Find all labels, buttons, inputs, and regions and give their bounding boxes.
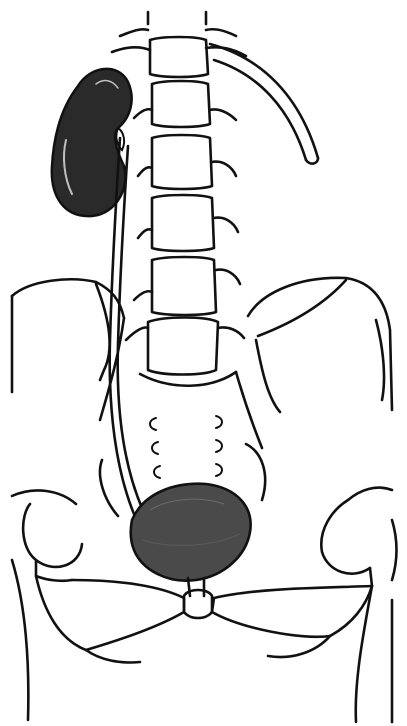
vertebra	[126, 318, 244, 375]
sacral-foramina	[150, 416, 222, 478]
ilium-contour	[258, 280, 346, 336]
left-femur	[12, 560, 28, 720]
vertebra	[134, 257, 240, 315]
left-hip-joint	[12, 490, 82, 580]
ilium-contour	[96, 284, 110, 380]
rib	[210, 44, 318, 164]
vertebra	[134, 81, 236, 127]
bladder	[131, 484, 251, 596]
right-pubic-ramus	[212, 586, 372, 637]
ilium-contour	[376, 320, 384, 400]
vertebra	[112, 12, 246, 77]
vertebra	[138, 195, 238, 251]
right-hip-joint	[321, 488, 396, 586]
spine	[112, 12, 246, 386]
left-iliac-crest	[12, 279, 124, 318]
vertebra	[138, 135, 236, 189]
left-pubic-ramus	[72, 580, 184, 650]
pubic-symphysis	[184, 590, 212, 618]
